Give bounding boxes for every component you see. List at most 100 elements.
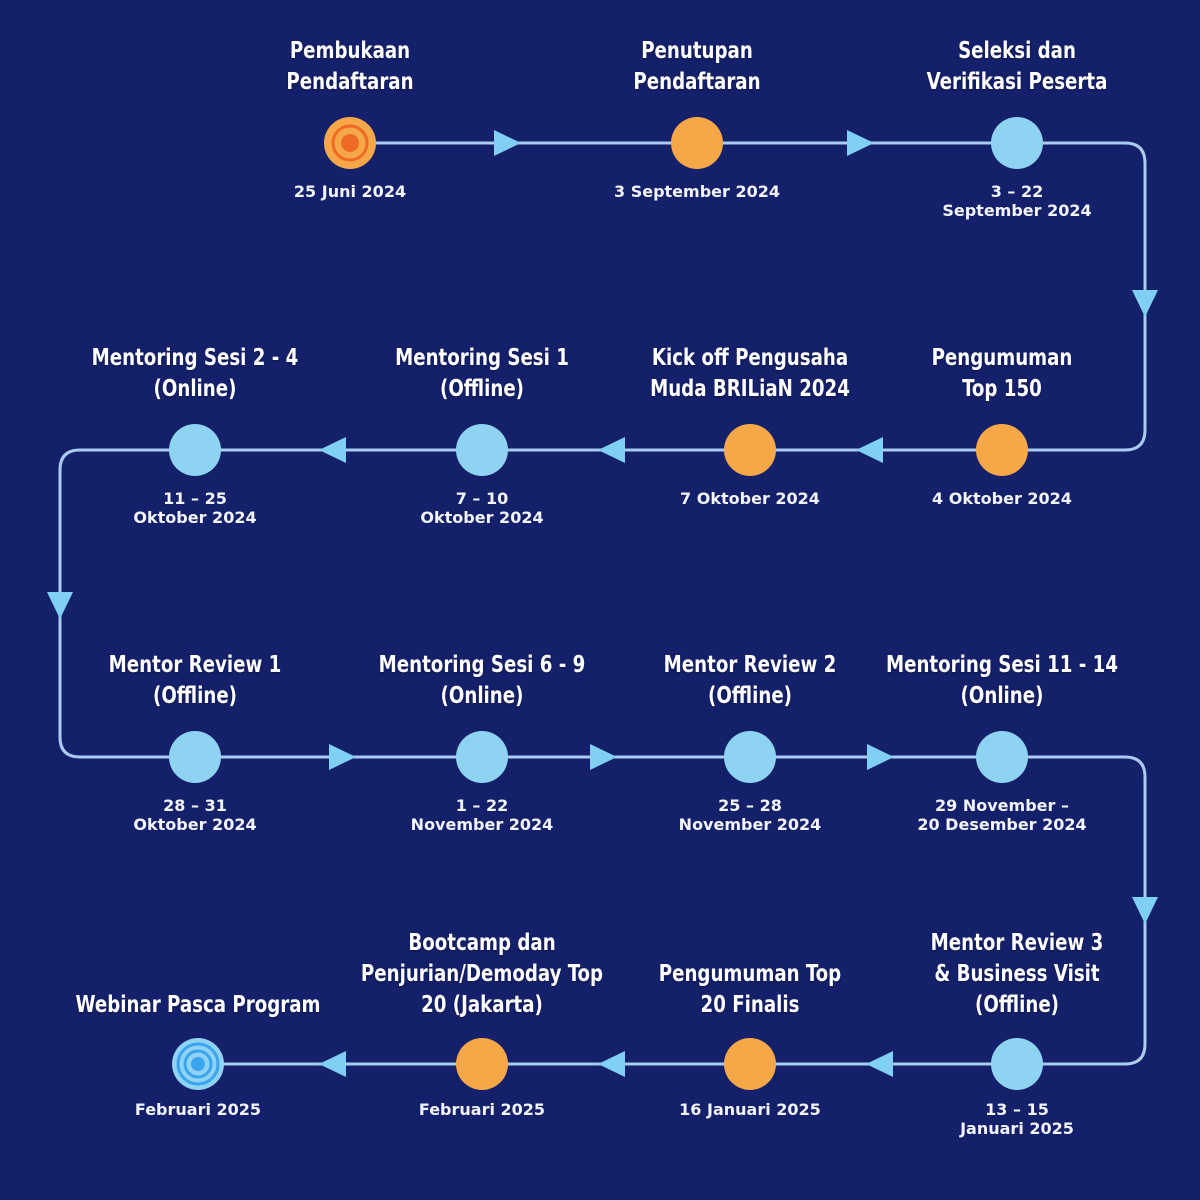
milestone-date-line: November 2024	[678, 815, 822, 834]
milestone-title-line: Pengumuman	[931, 345, 1073, 371]
milestone-date-line: Oktober 2024	[133, 508, 257, 527]
milestone-date-bootcamp: Februari 2025	[322, 1100, 642, 1119]
timeline-connector	[58, 141, 1147, 1066]
milestone-title-line: Mentoring Sesi 6 - 9	[378, 652, 586, 678]
milestone-date-line: 3 September 2024	[614, 182, 780, 201]
milestone-date-mentoring11-14: 29 November –20 Desember 2024	[842, 796, 1162, 834]
milestone-date-line: 1 – 22	[455, 796, 509, 815]
milestone-date-line: 25 Juni 2024	[293, 182, 407, 201]
milestone-node-pembukaan	[324, 117, 376, 169]
milestone-node-penutupan	[671, 117, 723, 169]
milestone-title-mentoring1: Mentoring Sesi 1 (Offline)	[341, 343, 623, 405]
milestone-title-line: Kick off Pengusaha	[651, 345, 849, 371]
flow-arrow-4	[856, 437, 883, 463]
milestone-node-mentoring1	[456, 424, 508, 476]
milestone-title-review1: Mentor Review 1(Offline)	[54, 650, 336, 712]
milestone-date-line: Oktober 2024	[420, 508, 544, 527]
milestone-date-top20: 16 Januari 2025	[590, 1100, 910, 1119]
milestone-date-line: November 2024	[410, 815, 554, 834]
milestone-date-line: Oktober 2024	[133, 815, 257, 834]
flow-arrow-9	[590, 744, 617, 770]
milestone-title-line: Mentoring Sesi 2 - 4	[91, 345, 299, 371]
flow-arrow-11	[1132, 897, 1158, 924]
milestone-title-mentoring11-14: Mentoring Sesi 11 - 14(Online)	[861, 650, 1143, 712]
milestone-date-line: September 2024	[942, 201, 1092, 220]
milestone-date-line: 29 November –	[935, 796, 1069, 815]
milestone-title-line: Top 150	[962, 376, 1042, 402]
milestone-title-mentoring6-9: Mentoring Sesi 6 - 9 (Online)	[341, 650, 623, 712]
milestone-date-line: 13 – 15	[985, 1100, 1049, 1119]
flow-arrow-5	[598, 437, 625, 463]
flow-arrow-2	[847, 130, 874, 156]
milestone-title-line: Muda BRILiaN 2024	[650, 376, 850, 402]
milestone-date-line: 20 Desember 2024	[917, 815, 1087, 834]
flow-arrow-1	[494, 130, 521, 156]
milestone-node-top20	[724, 1038, 776, 1090]
milestone-date-line: 25 – 28	[718, 796, 782, 815]
milestone-title-line: Pembukaan	[289, 38, 411, 64]
milestone-title-line: (Offline)	[974, 992, 1060, 1018]
milestone-date-line: 11 – 25	[163, 489, 227, 508]
milestone-title-line: (Online)	[960, 683, 1044, 709]
milestone-title-line: (Online)	[153, 376, 237, 402]
milestone-date-top150: 4 Oktober 2024	[842, 489, 1162, 508]
milestone-node-seleksi	[991, 117, 1043, 169]
milestone-title-line: 20 Finalis	[700, 992, 800, 1018]
milestone-title-top20: Pengumuman Top 20 Finalis	[609, 959, 891, 1021]
milestone-node-review3	[991, 1038, 1043, 1090]
milestone-title-line: Penjurian/Demoday Top	[360, 961, 604, 987]
flow-arrow-10	[867, 744, 894, 770]
milestone-date-line: Februari 2025	[418, 1100, 546, 1119]
milestone-title-line: (Offline)	[152, 683, 238, 709]
milestone-node-bootcamp	[456, 1038, 508, 1090]
milestone-node-review1	[169, 731, 221, 783]
milestone-date-line: 16 Januari 2025	[679, 1100, 821, 1119]
milestone-title-line: Mentor Review 3	[930, 930, 1104, 956]
milestone-date-line: 7 – 10	[455, 489, 509, 508]
milestone-node-webinar	[172, 1038, 224, 1090]
milestone-title-line: Bootcamp dan	[408, 930, 556, 956]
milestone-title-review2: Mentor Review 2 (Offline)	[609, 650, 891, 712]
milestone-title-line: Mentor Review 2	[663, 652, 837, 678]
milestone-date-line: 4 Oktober 2024	[932, 489, 1072, 508]
milestone-node-mentoring11-14	[976, 731, 1028, 783]
milestone-date-line: 3 – 22	[990, 182, 1044, 201]
milestone-title-line: Mentoring Sesi 1	[395, 345, 569, 371]
milestone-node-mentoring2-4	[169, 424, 221, 476]
milestone-date-penutupan: 3 September 2024	[537, 182, 857, 201]
milestone-node-review2	[724, 731, 776, 783]
milestone-title-line: Pendaftaran	[286, 69, 414, 95]
milestone-title-line: Webinar Pasca Program	[75, 992, 321, 1018]
milestone-title-line: (Offline)	[707, 683, 793, 709]
milestone-title-line: Seleksi dan	[958, 38, 1076, 64]
flow-arrow-14	[319, 1051, 346, 1077]
milestone-title-line: 20 (Jakarta)	[421, 992, 543, 1018]
milestone-date-line: 28 – 31	[163, 796, 227, 815]
flow-arrow-13	[598, 1051, 625, 1077]
milestone-title-line: Penutupan	[641, 38, 753, 64]
milestone-title-line: & Business Visit	[934, 961, 1100, 987]
milestone-date-line: Januari 2025	[960, 1119, 1074, 1138]
milestone-node-kickoff	[724, 424, 776, 476]
flow-arrow-12	[866, 1051, 893, 1077]
milestone-title-line: (Offline)	[439, 376, 525, 402]
milestone-title-line: Pengumuman Top	[658, 961, 842, 987]
milestone-title-review3: Mentor Review 3 & Business Visit (Offline)	[876, 928, 1158, 1021]
milestone-title-line: Verifikasi Peserta	[926, 69, 1108, 95]
milestone-title-webinar: Webinar Pasca Program	[57, 990, 339, 1021]
milestone-title-line: (Online)	[440, 683, 524, 709]
milestone-title-mentoring2-4: Mentoring Sesi 2 - 4 (Online)	[54, 343, 336, 405]
